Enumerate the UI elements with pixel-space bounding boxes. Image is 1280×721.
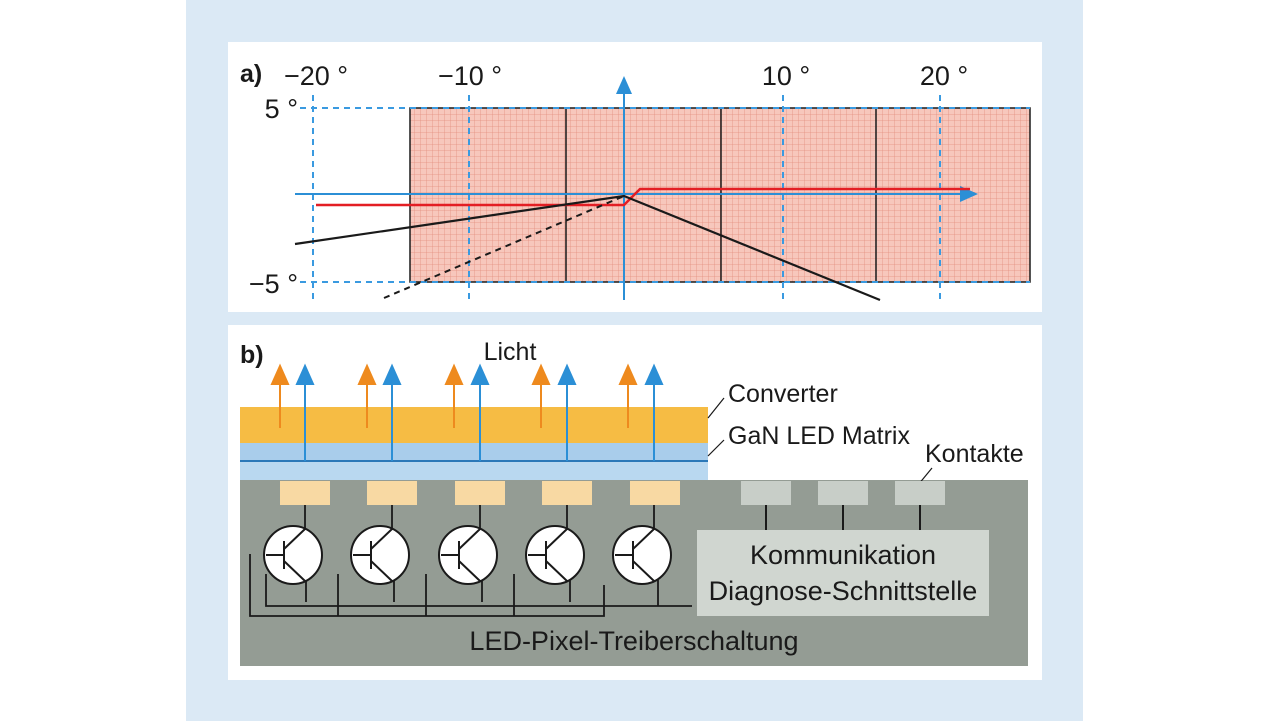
- communication-label: Kommunikation: [750, 540, 936, 570]
- y-tick-label: 5 °: [265, 94, 298, 124]
- blue-arrow-icon: [557, 363, 577, 385]
- led-matrix-leader: [707, 439, 725, 457]
- x-tick-label: −20 °: [284, 61, 348, 91]
- gan-led-matrix-label: GaN LED Matrix: [728, 422, 910, 450]
- led-contact-pad: [280, 481, 330, 505]
- led-base-layer: [240, 462, 708, 480]
- gan-led-layer: [240, 443, 708, 461]
- driver-wiring: [249, 554, 692, 617]
- transistor-5: [612, 505, 672, 585]
- diagnostic-interface-label: Diagnose-Schnittstelle: [709, 576, 978, 606]
- wiring-bus: [249, 554, 605, 617]
- black-cutoff-line: [294, 194, 881, 302]
- converter-layer: [240, 407, 708, 443]
- y-tick-label: −5 °: [249, 269, 298, 299]
- transistor-2: [350, 505, 410, 585]
- orange-arrow-icon: [444, 363, 464, 385]
- transistor-icon: [525, 525, 585, 585]
- vertical-axis-arrow-icon: [616, 76, 632, 94]
- transistor-symbol: [528, 528, 568, 582]
- x-tick-label: 20 °: [920, 61, 968, 91]
- x-tick-label: −10 °: [438, 61, 502, 91]
- communication-box: [697, 530, 989, 616]
- contact-pad: [741, 481, 791, 505]
- panel-a: a) −20 ° −10 ° 10 ° 20 ° 5 ° −5 °: [228, 42, 1042, 312]
- transistor-icon: [438, 525, 498, 585]
- x-tick-label: 10 °: [762, 61, 810, 91]
- transistor-icon: [350, 525, 410, 585]
- converter-leader: [707, 397, 725, 419]
- transistor-1: [263, 505, 323, 585]
- contact-pad: [895, 481, 945, 505]
- transistor-symbol: [266, 528, 306, 582]
- transistor-4: [525, 505, 585, 585]
- orange-arrow-icon: [357, 363, 377, 385]
- contact-leads: [765, 505, 921, 530]
- orange-arrow-icon: [270, 363, 290, 385]
- orange-arrow-icon: [531, 363, 551, 385]
- panel-b: b) Licht: [228, 325, 1042, 680]
- contacts-label: Kontakte: [925, 440, 1024, 468]
- blue-arrow-icon: [382, 363, 402, 385]
- transistor-icon: [263, 525, 323, 585]
- blue-light-arrows: [295, 363, 664, 461]
- red-cutoff-line: [316, 187, 970, 207]
- transistor-icon: [612, 525, 672, 585]
- blue-arrow-icon: [470, 363, 490, 385]
- orange-arrow-icon: [618, 363, 638, 385]
- led-contact-pads: [280, 481, 680, 505]
- transistor-symbol: [353, 528, 393, 582]
- transistor-symbol: [441, 528, 481, 582]
- led-contact-pad: [630, 481, 680, 505]
- driver-circuit-label: LED-Pixel-Treiberschaltung: [469, 626, 798, 656]
- led-contact-pad: [455, 481, 505, 505]
- gray-contact-pads: [741, 481, 945, 505]
- blue-arrow-icon: [295, 363, 315, 385]
- converter-label: Converter: [728, 380, 838, 408]
- transistor-symbol: [615, 528, 655, 582]
- wiring-bus: [265, 574, 692, 607]
- contact-pad: [818, 481, 868, 505]
- blue-arrow-icon: [644, 363, 664, 385]
- led-contact-pad: [367, 481, 417, 505]
- orange-light-arrows: [270, 363, 638, 428]
- panel-b-tag: b): [240, 341, 264, 369]
- transistor-3: [438, 505, 498, 585]
- led-contact-pad: [542, 481, 592, 505]
- light-label: Licht: [484, 338, 537, 366]
- dashed-guides: [300, 95, 1030, 300]
- panel-a-tag: a): [240, 60, 262, 88]
